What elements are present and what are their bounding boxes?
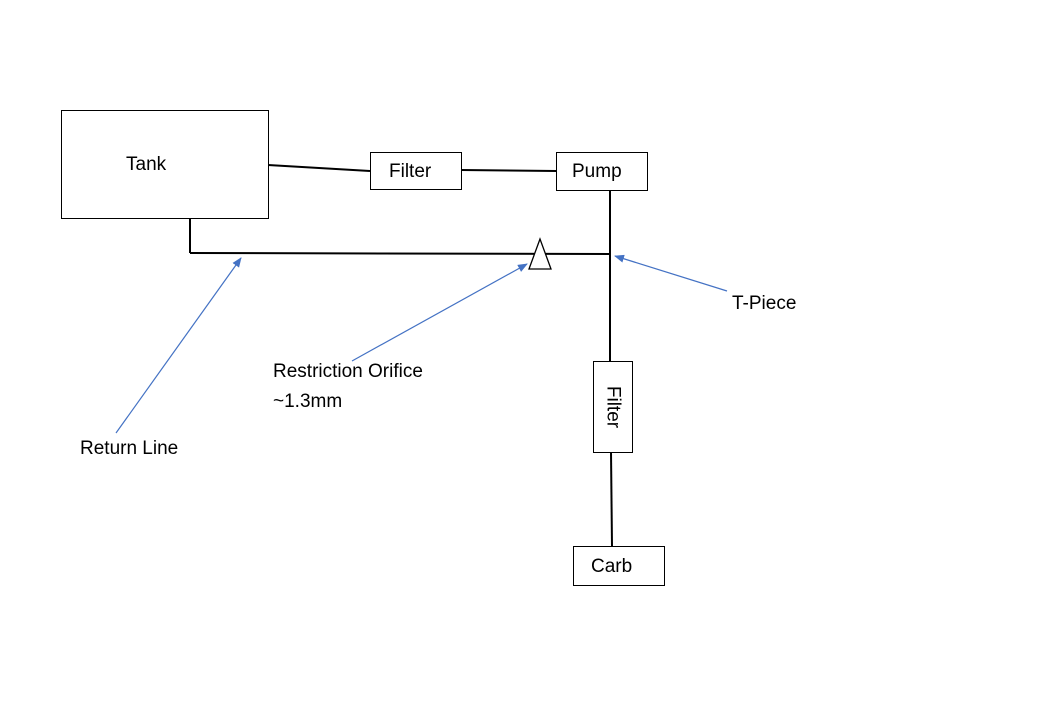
- filter-top-label: Filter: [389, 161, 432, 182]
- filter-side-label: Filter: [602, 385, 624, 429]
- line-filter-to-pump: [460, 169, 557, 172]
- tank-box: Tank: [61, 110, 269, 219]
- pump-box: Pump: [556, 152, 648, 191]
- return-line-label: Return Line: [80, 438, 179, 459]
- return-line-horizontal: [189, 252, 611, 255]
- tank-label: Tank: [126, 154, 167, 175]
- line-tank-to-filter: [267, 164, 371, 172]
- carb-label: Carb: [591, 556, 633, 577]
- restriction-orifice-label: Restriction Orifice: [273, 361, 423, 382]
- arrow-t-piece: [614, 254, 728, 292]
- filter-side-box: Filter: [593, 361, 633, 453]
- t-piece-label: T-Piece: [732, 293, 797, 314]
- line-filter-to-carb: [610, 451, 613, 547]
- arrow-return-line: [115, 257, 242, 434]
- filter-top-box: Filter: [370, 152, 462, 190]
- restriction-orifice-size-label: ~1.3mm: [273, 391, 343, 412]
- pump-label: Pump: [572, 161, 622, 182]
- carb-box: Carb: [573, 546, 665, 586]
- restriction-orifice-symbol: [528, 237, 552, 270]
- arrow-restriction-orifice: [351, 263, 528, 362]
